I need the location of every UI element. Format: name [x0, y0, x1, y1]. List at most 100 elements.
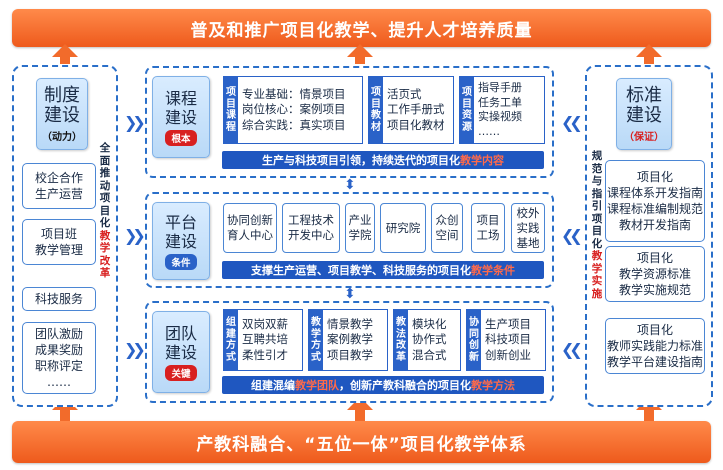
tile-line: 学院 [348, 228, 372, 242]
segment-body: 模块化 协作式 混合式 [408, 310, 460, 370]
segment-line: 指导手册 [478, 81, 522, 94]
up-arrow-stem [60, 409, 70, 421]
list-line: 科技服务 [34, 292, 83, 306]
tile-line: 众创 [435, 213, 459, 227]
team-segment-teaching: 教学方式 情景教学 案例教学 项目教学 [308, 309, 388, 371]
institution-box-3: 科技服务 [22, 287, 96, 311]
up-arrow-stem [355, 409, 365, 421]
segment-head: 教学方式 [309, 310, 323, 370]
vertical-label-highlight: 教学实施 [591, 250, 603, 300]
bar-highlight: 教学内容 [460, 154, 504, 167]
course-subtitle: 根本 [165, 129, 197, 146]
segment-line: 混合式 [412, 347, 447, 362]
platform-tile: 工程技术开发中心 [282, 203, 340, 253]
segment-body: 专业基础：情景项目 岗位核心：案例项目 综合实践：真实项目 [238, 77, 362, 143]
segment-line: 专业基础：情景项目 [242, 86, 346, 101]
tile-line: 实践 [516, 220, 540, 235]
bar-highlight: 教学方法 [471, 379, 515, 392]
segment-line: 活页式 [387, 86, 422, 101]
up-arrow-stem [355, 52, 365, 64]
course-segment-projects: 项目课程 专业基础：情景项目 岗位核心：案例项目 综合实践：真实项目 [223, 76, 363, 144]
bar-text: 生产与科技项目引领，持续迭代的项目化 [262, 154, 460, 167]
standards-box-1: 项目化 课程体系开发指南 课程标准编制规范 教材开发指南 [605, 160, 705, 242]
team-title-card: 团队建设 关键 [152, 311, 210, 393]
standards-vertical-label: 规范与指引项目化教学实施 [590, 150, 604, 300]
course-title-card: 课程建设 根本 [152, 76, 210, 158]
segment-head: 项目教材 [369, 77, 383, 143]
tile-line: 产业 [348, 213, 372, 227]
segment-head: 教法改革 [394, 310, 408, 370]
list-line: 成果奖励 [34, 343, 83, 357]
segment-line: 实操视频 [478, 110, 522, 123]
vertical-label-highlight: 教学改革 [99, 229, 111, 280]
team-summary-bar: 组建混编教学团队，创新产教科融合的项目化教学方法 [222, 376, 544, 394]
up-arrow-icon [636, 44, 662, 57]
tile-line: 空间 [435, 228, 459, 242]
segment-line: 生产项目 [485, 316, 531, 331]
segment-line: 项目教学 [327, 347, 373, 362]
bar-text: 支撑生产运营、项目教学、科技服务的项目化 [251, 264, 471, 277]
platform-title-card: 平台建设 条件 [152, 202, 210, 280]
segment-head: 协同创新 [467, 310, 481, 370]
list-line: 教学管理 [34, 243, 83, 257]
institution-vertical-label: 全面推动项目化教学改革 [98, 142, 112, 280]
course-summary-bar: 生产与科技项目引领，持续迭代的项目化教学内容 [222, 151, 544, 169]
standards-title-card: 标准建设 （保证） [616, 78, 672, 150]
up-arrow-icon [347, 44, 373, 57]
institution-title-card: 制度建设 （动力） [36, 78, 88, 150]
segment-line: 工作手册式 [387, 102, 445, 117]
team-segment-methods: 教法改革 模块化 协作式 混合式 [393, 309, 461, 371]
institution-subtitle: （动力） [42, 131, 82, 143]
standards-title: 标准建设 [626, 84, 662, 126]
platform-tile: 产业学院 [345, 203, 375, 253]
standards-box-2: 项目化 教学资源标准 教学实施规范 [605, 246, 705, 302]
segment-line: 案例教学 [327, 332, 373, 347]
segment-line: 项目化教材 [387, 117, 445, 132]
updown-arrow-icon: ⬍ [344, 286, 356, 302]
platform-tile: 众创空间 [431, 203, 463, 253]
list-line: 教学实施规范 [618, 283, 691, 297]
segment-line: 柔性引才 [242, 347, 288, 362]
institution-box-4: 团队激励 成果奖励 职称评定 …… [22, 322, 96, 394]
tile-line: 工程技术 [288, 213, 334, 227]
chevron-left-icon: ❮❮ [561, 113, 583, 132]
tile-line: 研究院 [385, 220, 421, 235]
segment-line: 双岗双薪 [242, 316, 288, 331]
tile-line: 开发中心 [288, 228, 334, 242]
list-line: 教材开发指南 [618, 218, 691, 232]
standards-subtitle: （保证） [624, 131, 664, 143]
segment-line: 情景教学 [327, 316, 373, 331]
list-line: 生产运营 [34, 187, 83, 201]
segment-line: 互聘共培 [242, 332, 288, 347]
segment-line: 岗位核心：案例项目 [242, 102, 346, 117]
list-line: 项目化 [636, 170, 673, 184]
chevron-left-icon: ❮❮ [561, 226, 583, 245]
list-line: 项目班 [40, 227, 77, 241]
platform-summary-bar: 支撑生产运营、项目教学、科技服务的项目化教学条件 [222, 261, 544, 279]
segment-head: 组建方式 [224, 310, 238, 370]
list-line: 教学平台建设指南 [606, 355, 703, 369]
platform-tile: 协同创新育人中心 [223, 203, 277, 253]
tile-line: 协同创新 [227, 213, 273, 227]
platform-subtitle: 条件 [165, 253, 197, 270]
tile-line: 工场 [476, 228, 500, 242]
platform-tile: 校外实践基地 [511, 203, 545, 253]
list-line: 课程标准编制规范 [606, 202, 703, 216]
vertical-label-main: 规范与指引项目化 [591, 150, 603, 250]
institution-box-1: 校企合作 生产运营 [22, 163, 96, 209]
institution-title: 制度建设 [44, 84, 80, 126]
list-line: 校企合作 [34, 171, 83, 185]
segment-body: 双岗双薪 互聘共培 柔性引才 [238, 310, 302, 370]
up-arrow-icon [52, 44, 78, 57]
course-segment-materials: 项目教材 活页式 工作手册式 项目化教材 [368, 76, 454, 144]
segment-body: 活页式 工作手册式 项目化教材 [383, 77, 453, 143]
segment-line: 任务工单 [478, 95, 522, 109]
team-title: 团队建设 [164, 323, 197, 362]
team-subtitle: 关键 [165, 364, 197, 381]
team-segment-formation: 组建方式 双岗双薪 互聘共培 柔性引才 [223, 309, 303, 371]
chevron-right-icon: ❯❯ [124, 226, 146, 245]
list-line: 教师实践能力标准 [606, 339, 703, 353]
up-arrow-stem [644, 409, 654, 421]
vertical-label-main: 全面推动项目化 [99, 142, 111, 229]
up-arrow-stem [60, 52, 70, 64]
